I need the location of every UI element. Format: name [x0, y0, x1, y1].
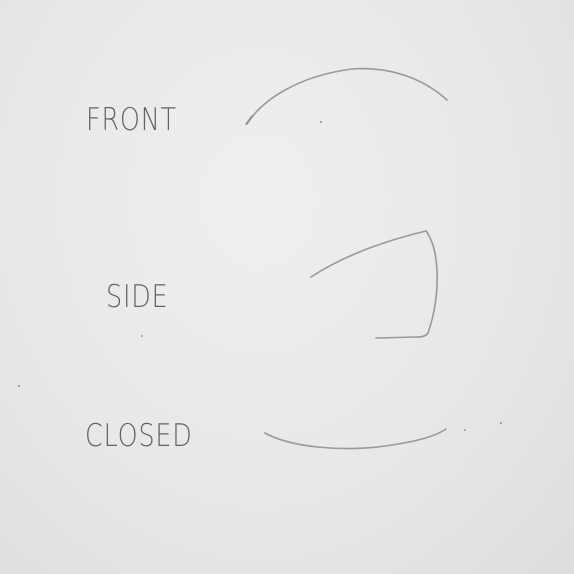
- stray-mark: [320, 121, 322, 123]
- side-eye-lower: [375, 336, 419, 339]
- label-closed: CLOSED: [85, 418, 193, 454]
- closed-eye-curve: [264, 428, 447, 450]
- label-front: FRONT: [86, 102, 177, 138]
- stray-mark: [500, 422, 502, 424]
- stray-mark: [18, 385, 20, 387]
- side-eye-front: [417, 230, 438, 338]
- label-side: SIDE: [106, 279, 169, 315]
- stray-mark: [464, 429, 466, 431]
- side-eye-upper: [310, 230, 427, 278]
- front-eye-curve: [246, 67, 448, 125]
- stray-mark: [141, 335, 143, 337]
- front-eye-tick: [245, 115, 253, 125]
